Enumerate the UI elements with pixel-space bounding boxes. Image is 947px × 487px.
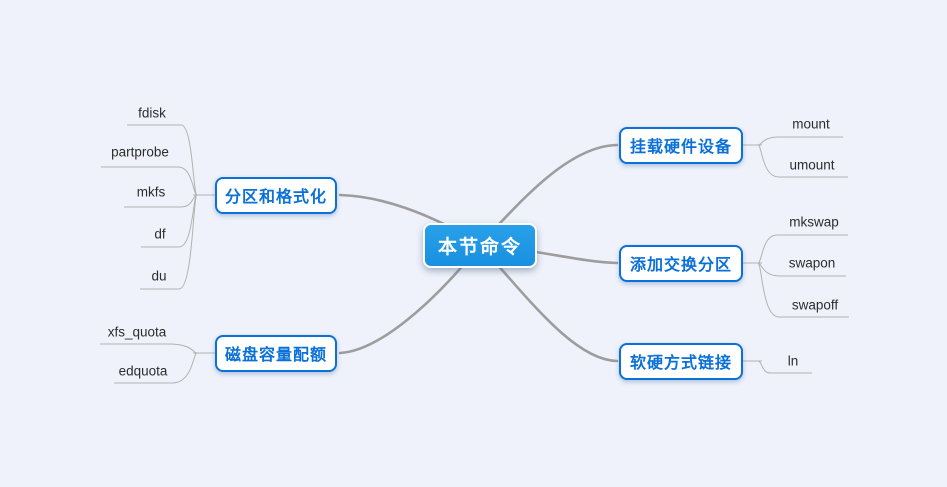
leaf-topic[interactable]: xfs_quota [107, 324, 167, 340]
branch-topic-label: 添加交换分区 [629, 257, 732, 274]
leaf-connector-curve [757, 262, 780, 318]
leaf-connector-curve [178, 194, 198, 290]
leaf-topic[interactable]: swapon [788, 255, 836, 271]
leaf-connector-curve [757, 262, 781, 277]
branch-topic[interactable]: 磁盘容量配额 [215, 334, 337, 372]
leaf-topic[interactable]: umount [789, 157, 835, 173]
branch-topic-label: 挂载硬件设备 [629, 139, 732, 156]
leaf-connector-curve [177, 166, 198, 196]
leaf-connector-curve [180, 194, 198, 208]
leaf-topic[interactable]: du [151, 268, 167, 284]
leaf-topic[interactable]: df [154, 226, 166, 242]
leaf-topic[interactable]: mkswap [789, 214, 839, 230]
central-topic-label: 本节命令 [437, 236, 522, 258]
leaf-connector-curve [167, 343, 198, 354]
leaf-topic[interactable]: ln [787, 353, 799, 369]
leaf-connector-curve [757, 136, 780, 146]
branch-topic[interactable]: 添加交换分区 [619, 244, 743, 282]
leaf-connector-curve [171, 352, 198, 384]
leaf-connector-curve [180, 124, 198, 196]
leaf-topic[interactable]: mount [792, 116, 830, 132]
leaf-topic[interactable]: mkfs [136, 184, 166, 200]
leaf-connector-curve [757, 144, 780, 178]
branch-topic-label: 磁盘容量配额 [224, 347, 327, 364]
branch-topic-label: 软硬方式链接 [629, 355, 732, 372]
branch-topic[interactable]: 软硬方式链接 [619, 342, 743, 380]
leaf-topic[interactable]: partprobe [111, 144, 169, 160]
leaf-topic[interactable]: fdisk [138, 105, 166, 121]
leaf-connector-curve [757, 234, 778, 264]
leaf-connector-curve [178, 194, 198, 248]
leaf-topic[interactable]: edquota [118, 363, 168, 379]
leaf-connector-curve [757, 360, 771, 374]
branch-topic[interactable]: 挂载硬件设备 [619, 126, 743, 164]
branch-topic-label: 分区和格式化 [224, 189, 327, 206]
branch-topic[interactable]: 分区和格式化 [215, 176, 337, 214]
leaf-topic[interactable]: swapoff [791, 297, 839, 313]
central-topic[interactable]: 本节命令 [423, 222, 537, 268]
